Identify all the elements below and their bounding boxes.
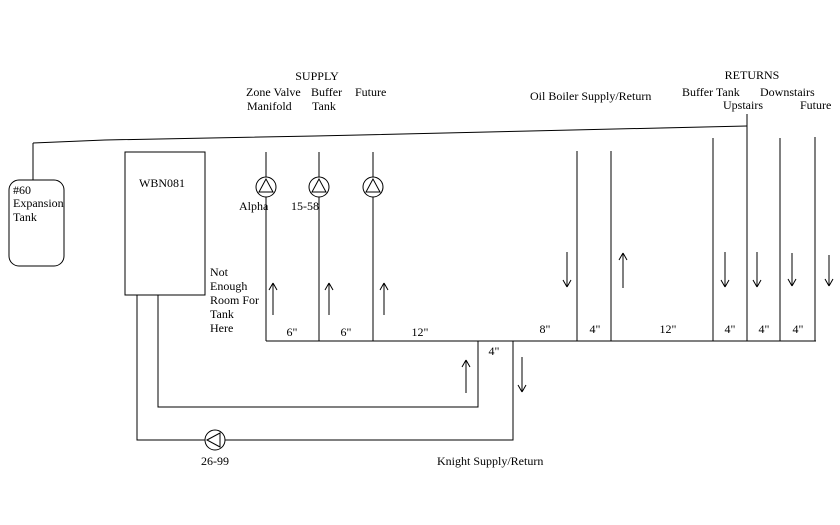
supply-buffer-label-line2: Tank [312,99,336,113]
boiler-label: WBN081 [139,176,185,190]
expansion-tank-label-line2: Expansion [13,196,64,210]
returns-header: RETURNS [724,68,780,82]
expansion-tank-shape [8,179,65,267]
expansion-tank-label-line1: #60 [13,183,31,197]
returns-upstairs-label: Upstairs [723,98,763,112]
pipe-size-return-2: 4" [758,322,770,336]
note-line3: Room For [210,293,260,307]
pump-alpha-icon [255,176,277,198]
flow-arrow-up-future [379,282,389,315]
flow-arrow-down-oil-boiler [562,252,572,288]
boiler-box [124,151,206,296]
expansion-tank-label-line3: Tank [13,210,37,224]
pipe-size-oil-middle: 4" [589,322,601,336]
pipe-size-oil-return: 12" [659,322,677,336]
pipe-size-supply-3: 12" [411,325,429,339]
pipe-size-return-3: 4" [792,322,804,336]
flow-arrow-down-future [824,255,834,287]
pipe-size-oil-supply: 8" [539,322,551,336]
supply-header: SUPPLY [295,69,339,83]
pipe-size-knight: 4" [488,344,500,358]
flow-arrow-down-knight [517,357,527,393]
returns-future-label: Future [800,98,832,112]
pump-15-58-label: 15-58 [291,199,319,213]
note-line4: Tank [210,307,234,321]
returns-downstairs-label: Downstairs [760,85,815,99]
oil-boiler-label: Oil Boiler Supply/Return [530,89,652,103]
flow-arrow-up-zone-valve [268,282,278,315]
note-line5: Here [210,321,234,335]
pump-26-99-label: 26-99 [201,454,229,468]
header-pipe [32,125,748,144]
supply-zone-valve-label-line2: Manifold [247,99,292,113]
pipe-size-supply-1: 6" [286,325,298,339]
supply-buffer-label-line1: Buffer [311,85,343,99]
knight-supply-return-label: Knight Supply/Return [437,454,544,468]
note-line1: Not [210,265,228,279]
flow-arrow-up-knight [461,359,471,393]
flow-arrow-down-buffer-tank [720,252,730,288]
flow-arrow-up-oil-boiler [618,252,628,288]
pump-15-58-icon [308,176,330,198]
pump-alpha-label: Alpha [239,199,269,213]
pump-future-icon [362,176,384,198]
returns-buffer-tank-label: Buffer Tank [682,85,740,99]
supply-zone-valve-label-line1: Zone Valve [246,85,301,99]
knight-return-pipe [136,295,514,441]
supply-future-label: Future [355,85,387,99]
pipe-size-return-1: 4" [724,322,736,336]
flow-arrow-up-buffer [324,282,334,315]
pump-26-99-icon [204,429,226,451]
pipe-size-supply-2: 6" [340,325,352,339]
knight-supply-pipe [157,295,479,408]
flow-arrow-down-upstairs [752,252,762,288]
flow-arrow-down-downstairs [787,253,797,287]
note-line2: Enough [210,279,248,293]
